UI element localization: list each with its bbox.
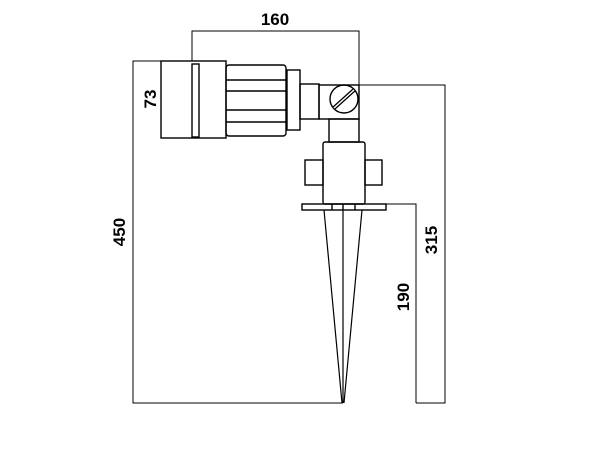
dim-73-label: 73 (141, 89, 160, 109)
dim-315-label: 315 (422, 225, 441, 255)
dim-315-line (359, 84, 446, 404)
stem (328, 118, 360, 143)
dim-450-label: 450 (110, 217, 129, 247)
dim-450-line (132, 60, 343, 404)
fluted-body (225, 64, 287, 137)
neck (299, 83, 320, 120)
swivel-joint (318, 84, 360, 143)
head-cap (160, 60, 227, 139)
lug-left (304, 159, 324, 186)
head-band (191, 63, 200, 138)
screw-icon (329, 84, 359, 114)
dim-190-line (386, 203, 417, 403)
flange (301, 203, 387, 211)
ground-spike (323, 209, 363, 404)
collar (286, 69, 301, 131)
dim-160-label: 160 (260, 10, 290, 29)
mount-sleeve (301, 141, 387, 211)
dim-160-line (191, 30, 360, 85)
lamp-head (160, 60, 320, 139)
dim-190-label: 190 (394, 282, 413, 312)
lug-right (364, 159, 383, 186)
dimension-lines (132, 30, 446, 404)
